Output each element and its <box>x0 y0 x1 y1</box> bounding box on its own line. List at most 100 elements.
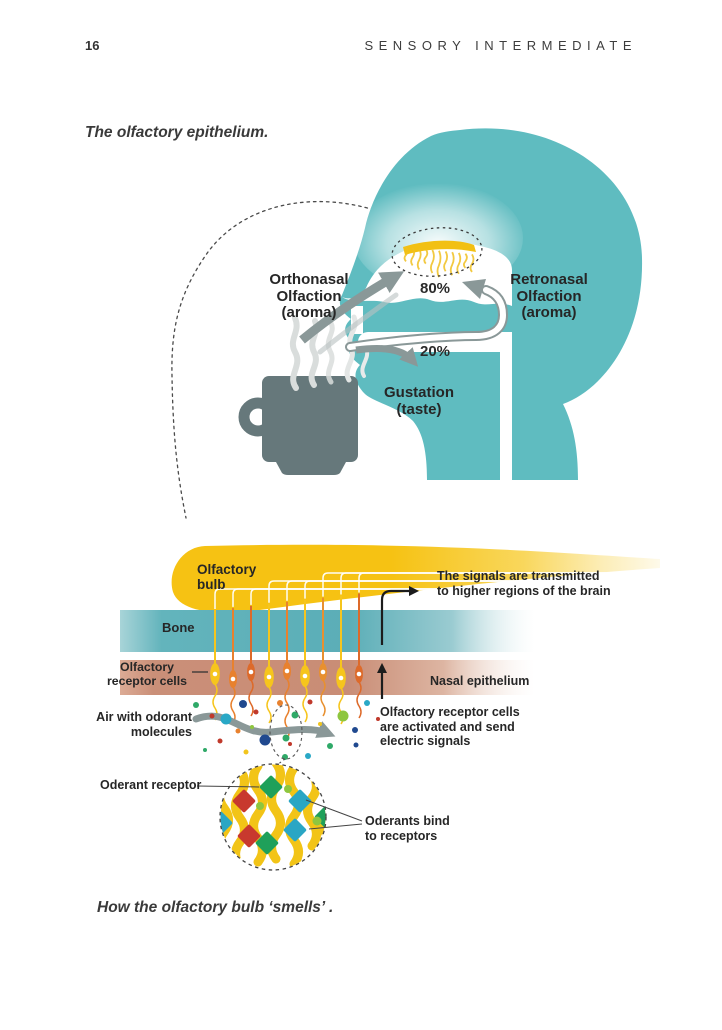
molecule-dot <box>337 710 349 722</box>
receptor-cell-nucleus <box>284 668 290 674</box>
receptor-cell-nucleus <box>212 671 218 677</box>
odorants-bind-label: Oderants bind to receptors <box>365 814 450 843</box>
magnifier-connector-line <box>171 201 399 519</box>
figure-caption-bottom: How the olfactory bulb ‘smells’ . <box>97 899 334 916</box>
odorant-mini-molecule <box>312 816 322 826</box>
molecule-dot <box>220 713 232 725</box>
epithelium-cilium <box>436 250 442 278</box>
air-odorant-label: Air with odorant molecules <box>96 710 192 739</box>
odorants-bind-line-2 <box>308 823 363 830</box>
receptor-cells <box>210 593 363 740</box>
cells-activated-label: Olfactory receptor cells are activated a… <box>380 705 520 748</box>
odorant-diamond <box>259 775 283 799</box>
receptor-cell-nucleus <box>248 669 254 675</box>
odorant-molecules <box>193 699 380 760</box>
odorant-receptor-line <box>196 785 260 788</box>
receptor-cilium <box>230 686 236 724</box>
gustation-label: Gustation (taste) <box>384 384 454 418</box>
molecule-dot <box>364 700 370 706</box>
molecule-dot <box>291 711 299 719</box>
epithelium-dashed-ellipse <box>391 227 483 277</box>
epithelium-cilium <box>403 246 409 263</box>
epithelium-cilium <box>449 251 455 276</box>
epithelium-cilium <box>456 252 462 275</box>
molecule-dot <box>288 742 292 746</box>
page-number: 16 <box>85 38 100 53</box>
molecule-dot <box>203 748 207 752</box>
bulb-axon-line <box>232 588 650 607</box>
zoom-cilium-strand <box>303 769 321 851</box>
bulb-axon-line <box>214 588 650 609</box>
retronasal-label: Retronasal Olfaction (aroma) <box>510 271 588 321</box>
molecule-dot <box>305 753 311 759</box>
magnifier-link-line <box>276 758 286 766</box>
receptor-cell-nucleus <box>302 673 308 679</box>
oral-percentage: 20% <box>419 343 451 360</box>
molecule-dot <box>243 749 249 755</box>
receptor-zoom-circle <box>219 763 327 871</box>
receptor-cilium <box>266 686 272 724</box>
retronasal-arrowhead <box>462 279 486 299</box>
nasal-epithelium-band <box>120 660 535 695</box>
olfactory-bulb-label: Olfactory bulb <box>197 562 257 592</box>
receptor-cilium <box>302 685 308 723</box>
air-flow-arrow <box>192 712 336 738</box>
molecule-dot <box>282 734 290 742</box>
signals-transmitted-label: The signals are transmitted to higher re… <box>437 569 611 598</box>
bulb-axon-line <box>250 588 650 605</box>
coffee-mug-base <box>276 462 346 475</box>
odorant-diamond <box>232 789 256 813</box>
odorant-diamond <box>283 818 307 842</box>
nasal-percentage: 80% <box>419 280 451 297</box>
receptor-cilium <box>248 679 254 717</box>
axon-signal-lines <box>214 572 650 609</box>
molecule-dot <box>209 713 215 719</box>
zoom-cilium-strand <box>231 765 249 870</box>
receptor-cell-nucleus <box>230 676 236 682</box>
orthonasal-label: Orthonasal Olfaction (aroma) <box>269 271 349 321</box>
orthonasal-arrow <box>299 271 405 344</box>
molecule-dot <box>259 734 271 746</box>
molecule-dot <box>353 742 359 748</box>
signal-arrow-brain <box>380 585 420 645</box>
molecule-dot <box>307 699 313 705</box>
molecule-dot <box>250 725 254 729</box>
steam-wave-line <box>317 292 399 355</box>
receptor-cell-nucleus <box>338 675 344 681</box>
molecule-dot <box>352 727 358 733</box>
bulb-axon-line <box>358 572 650 593</box>
odorant-diamond <box>255 831 279 855</box>
molecule-dot <box>318 722 322 726</box>
molecule-dot <box>327 743 333 749</box>
receptor-cells-label: Olfactory receptor cells <box>107 660 187 688</box>
odorant-mini-molecule <box>256 802 264 810</box>
bulb-axon-line <box>322 572 650 597</box>
epithelium-cilium <box>423 248 429 265</box>
molecule-dot <box>193 702 199 708</box>
epithelium-cilium <box>430 249 435 274</box>
receptor-zoom-content <box>220 764 326 870</box>
figure-caption-top: The olfactory epithelium. <box>85 124 269 141</box>
odorant-receptor-label: Oderant receptor <box>100 778 202 792</box>
header-title: SENSORY INTERMEDIATE <box>364 38 637 53</box>
molecule-dot <box>376 717 380 721</box>
odorant-diamond <box>220 811 233 835</box>
zoom-cilia-strands <box>220 764 326 870</box>
gustation-arrow <box>355 344 419 367</box>
odorant-diamonds <box>220 775 326 855</box>
odorant-diamond <box>288 789 312 813</box>
nasal-epithelium-label: Nasal epithelium <box>430 674 530 688</box>
retronasal-arrow-inner <box>347 287 507 350</box>
bulb-axon-line <box>286 580 650 601</box>
receptor-cell-nucleus <box>356 671 362 677</box>
bulb-axon-line <box>268 580 650 603</box>
molecule-dot <box>235 728 241 734</box>
epithelium-cilium <box>443 251 448 272</box>
olfactory-epithelium-band <box>403 240 476 255</box>
coffee-mug-body <box>262 376 358 462</box>
odorants-bind-line-1 <box>305 799 363 822</box>
receptor-cell-nucleus <box>320 669 326 675</box>
epithelium-cilium <box>410 247 415 266</box>
olfactory-bulb-shape <box>171 544 660 613</box>
